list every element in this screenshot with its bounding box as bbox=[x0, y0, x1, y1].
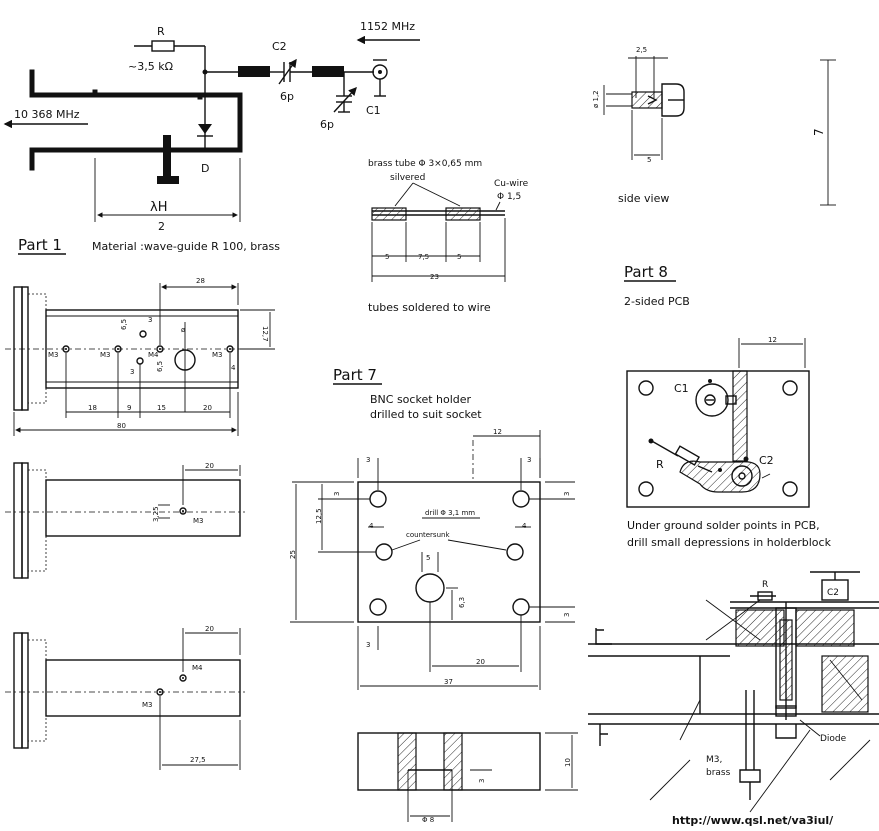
dim-5-b: 5 bbox=[457, 253, 461, 261]
dim-20: 20 bbox=[203, 404, 212, 412]
assembly-m3: M3, bbox=[706, 755, 722, 765]
hole-m3-b: M3 bbox=[100, 351, 111, 359]
dim-5-a: 5 bbox=[385, 253, 389, 261]
resistor-label: R bbox=[157, 25, 165, 38]
p7-dim-25: 25 bbox=[289, 550, 297, 559]
pcb-note-2: drill small depressions in holderblock bbox=[627, 536, 832, 549]
v3-dim-20: 20 bbox=[205, 625, 214, 633]
tube-title: brass tube Φ 3×0,65 mm bbox=[368, 159, 482, 169]
dim-6-5-a: 6,5 bbox=[120, 319, 128, 330]
dim-7: 7 bbox=[812, 128, 826, 136]
resistor-value: ~3,5 kΩ bbox=[128, 60, 173, 73]
hole-m4: M4 bbox=[148, 351, 159, 359]
side-view-drawing: 2,5 ø 1,2 5 side view 7 bbox=[592, 46, 836, 206]
p7-dim-4-a: 4 bbox=[369, 522, 374, 530]
c2-value: 6p bbox=[280, 90, 294, 103]
p7-dim-3-c: 3 bbox=[333, 492, 341, 496]
p7-dim-3-a: 3 bbox=[366, 456, 370, 464]
part8-drawing: Part 8 2-sided PCB 12 C1 R C2 Under grou… bbox=[624, 263, 832, 549]
part1-material: Material :wave-guide R 100, brass bbox=[92, 240, 280, 253]
assembly-drawing: R C2 Diode M3, brass bbox=[588, 571, 879, 813]
dim-5: 5 bbox=[647, 156, 651, 164]
dim-4: 4 bbox=[231, 364, 236, 372]
hole-m3-a: M3 bbox=[48, 351, 59, 359]
p7-dim-4-b: 4 bbox=[522, 522, 527, 530]
lambda-numerator: λH bbox=[150, 200, 167, 215]
c1-label: C1 bbox=[366, 104, 381, 117]
pcb-r: R bbox=[656, 458, 664, 471]
p7-countersunk: countersunk bbox=[406, 531, 450, 539]
dim-12-7: 12,7 bbox=[261, 326, 269, 342]
v3-hole-m3: M3 bbox=[142, 701, 153, 709]
assembly-r: R bbox=[762, 580, 768, 590]
wire-label: Cu-wire bbox=[494, 179, 529, 189]
pcb-dim-12: 12 bbox=[768, 336, 777, 344]
dim-9: 9 bbox=[127, 404, 131, 412]
v3-hole-m4: M4 bbox=[192, 664, 203, 672]
assembly-brass: brass bbox=[706, 768, 731, 778]
p7-dim-3-f: 3 bbox=[366, 641, 370, 649]
part7-drawing: Part 7 BNC socket holder drilled to suit… bbox=[289, 366, 578, 824]
part8-subtitle: 2-sided PCB bbox=[624, 295, 690, 308]
pcb-c2: C2 bbox=[759, 454, 774, 467]
wire-diameter: Φ 1,5 bbox=[497, 192, 521, 202]
p7-dim-5: 5 bbox=[426, 554, 430, 562]
part7-sub-1: BNC socket holder bbox=[370, 393, 472, 406]
dim-23: 23 bbox=[430, 273, 439, 281]
pcb-c1: C1 bbox=[674, 382, 689, 395]
p7-dim-12-5: 12,5 bbox=[315, 508, 323, 524]
part1-drawing: Part 1 Material :wave-guide R 100, brass bbox=[5, 236, 280, 770]
p7-dim-3-d: 3 bbox=[563, 492, 571, 496]
p7-dim-3-e: 3 bbox=[563, 613, 571, 617]
part7-sub-2: drilled to suit socket bbox=[370, 408, 482, 421]
dim-2-5: 2,5 bbox=[636, 46, 647, 54]
diode-label: D bbox=[201, 162, 209, 175]
dim-6-5-b: 6,5 bbox=[156, 361, 164, 372]
pcb-note-1: Under ground solder points in PCB, bbox=[627, 519, 820, 532]
freq-in-label: 1152 MHz bbox=[360, 20, 415, 33]
p7-dim-6-3: 6,3 bbox=[458, 597, 466, 608]
side-view-caption: side view bbox=[618, 192, 669, 205]
source-url: http://www.qsl.net/va3iul/ bbox=[672, 814, 834, 827]
p7-dim-20: 20 bbox=[476, 658, 485, 666]
part8-title: Part 8 bbox=[624, 263, 668, 281]
freq-out-label: 10 368 MHz bbox=[14, 108, 80, 121]
c2-label: C2 bbox=[272, 40, 287, 53]
dim-28: 28 bbox=[196, 277, 205, 285]
dim-phi-1-2: ø 1,2 bbox=[592, 90, 600, 108]
hole-m3-c: M3 bbox=[212, 351, 223, 359]
dim-7-5: 7,5 bbox=[418, 253, 429, 261]
lambda-denominator: 2 bbox=[158, 220, 165, 233]
c1-value: 6p bbox=[320, 118, 334, 131]
dim-3-b: 3 bbox=[130, 368, 134, 376]
circuit-schematic: R ~3,5 kΩ 1152 MHz 10 368 MHz C2 6p C1 6… bbox=[3, 20, 420, 233]
p7-dim-12: 12 bbox=[493, 428, 502, 436]
p7-dim-phi-8: Φ 8 bbox=[422, 816, 434, 824]
v2-dim-3-25: 3,25 bbox=[152, 506, 160, 522]
assembly-c2: C2 bbox=[827, 588, 839, 598]
tube-subtitle: silvered bbox=[390, 173, 425, 183]
tube-caption: tubes soldered to wire bbox=[368, 301, 491, 314]
assembly-diode: Diode bbox=[820, 734, 847, 744]
dim-18: 18 bbox=[88, 404, 97, 412]
v2-hole-m3: M3 bbox=[193, 517, 204, 525]
v3-dim-27-5: 27,5 bbox=[190, 756, 206, 764]
p7-dim-37: 37 bbox=[444, 678, 453, 686]
p7-drill: drill Φ 3,1 mm bbox=[425, 509, 475, 517]
dim-3-a: 3 bbox=[148, 316, 152, 324]
dim-15: 15 bbox=[157, 404, 166, 412]
dim-phi: ø bbox=[181, 326, 186, 334]
part1-title: Part 1 bbox=[18, 236, 62, 254]
p7-dim-3-b: 3 bbox=[527, 456, 531, 464]
v2-dim-20: 20 bbox=[205, 462, 214, 470]
dim-80: 80 bbox=[117, 422, 126, 430]
part7-title: Part 7 bbox=[333, 366, 377, 384]
tube-wire-drawing: brass tube Φ 3×0,65 mm silvered Cu-wire … bbox=[368, 159, 529, 314]
p7-dim-10: 10 bbox=[564, 758, 572, 767]
p7-dim-3-g: 3 bbox=[478, 779, 486, 783]
